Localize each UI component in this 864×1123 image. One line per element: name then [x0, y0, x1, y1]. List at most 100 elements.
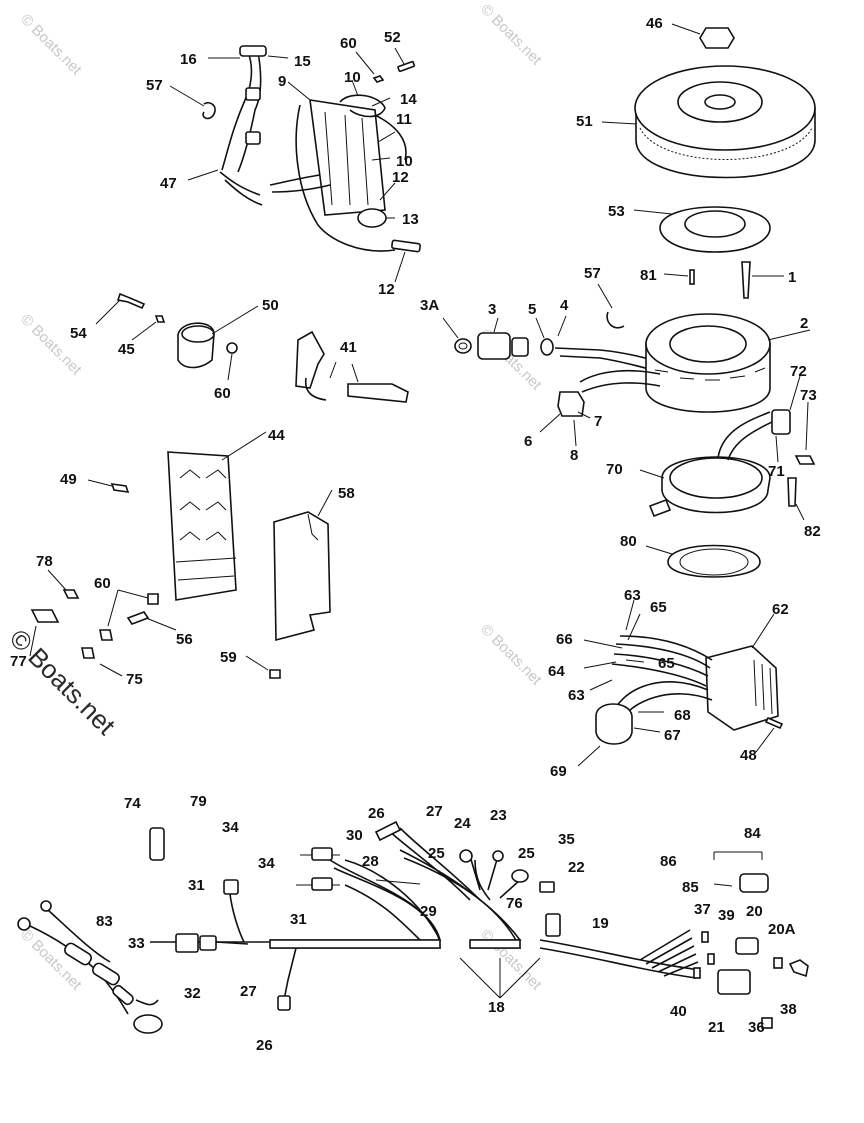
part-label-65b: 65 [658, 655, 675, 672]
part-label-47: 47 [160, 175, 177, 192]
part-label-84: 84 [744, 825, 761, 842]
part-label-16: 16 [180, 51, 197, 68]
part-label-68: 68 [674, 707, 691, 724]
watermark-text: © Boats.net [477, 926, 545, 994]
part-label-83: 83 [96, 913, 113, 930]
part-label-1: 1 [788, 269, 796, 286]
part-label-74: 74 [124, 795, 141, 812]
part-label-9: 9 [278, 73, 286, 90]
watermarks: © Boats.net © Boats.net © Boats.net © Bo… [4, 1, 546, 994]
part-label-7: 7 [594, 413, 602, 430]
part-label-51: 51 [576, 113, 593, 130]
part-label-22: 22 [568, 859, 585, 876]
part-label-60a: 60 [340, 35, 357, 52]
part-label-65a: 65 [650, 599, 667, 616]
ignition-coil-assembly [169, 45, 421, 283]
part-label-34b: 34 [258, 855, 275, 872]
part-label-40: 40 [670, 1003, 687, 1020]
part-label-58: 58 [338, 485, 355, 502]
part-label-31b: 31 [290, 911, 307, 928]
part-labels: 46 51 53 81 1 57 2 3A 3 5 4 6 7 8 72 73 … [10, 15, 821, 1054]
part-label-10a: 10 [344, 69, 361, 86]
wiring-harness [17, 820, 809, 1034]
part-label-60c: 60 [94, 575, 111, 592]
part-label-48: 48 [740, 747, 757, 764]
part-label-3a: 3A [420, 297, 439, 314]
part-label-31a: 31 [188, 877, 205, 894]
part-label-69: 69 [550, 763, 567, 780]
part-label-29: 29 [420, 903, 437, 920]
watermark-text: © Boats.net [477, 1, 545, 69]
part-label-63b: 63 [568, 687, 585, 704]
part-label-23: 23 [490, 807, 507, 824]
part-label-78: 78 [36, 553, 53, 570]
part-label-75: 75 [126, 671, 143, 688]
part-label-18: 18 [488, 999, 505, 1016]
part-label-35: 35 [558, 831, 575, 848]
part-label-38: 38 [780, 1001, 797, 1018]
part-label-26a: 26 [368, 805, 385, 822]
part-label-13: 13 [402, 211, 419, 228]
part-label-19: 19 [592, 915, 609, 932]
part-label-52: 52 [384, 29, 401, 46]
part-label-80: 80 [620, 533, 637, 550]
part-label-76: 76 [506, 895, 523, 912]
part-label-27a: 27 [426, 803, 443, 820]
part-label-36: 36 [748, 1019, 765, 1036]
part-label-12b: 12 [378, 281, 395, 298]
part-label-27b: 27 [240, 983, 257, 1000]
part-label-71: 71 [768, 463, 785, 480]
part-label-46: 46 [646, 15, 663, 32]
part-label-5: 5 [528, 301, 536, 318]
part-label-34a: 34 [222, 819, 239, 836]
part-label-30: 30 [346, 827, 363, 844]
part-label-57a: 57 [146, 77, 163, 94]
flywheel-assembly [597, 23, 816, 329]
part-label-25a: 25 [428, 845, 445, 862]
coil-parts [95, 292, 409, 403]
part-label-82: 82 [804, 523, 821, 540]
part-label-10b: 10 [396, 153, 413, 170]
stator-assembly [442, 313, 811, 447]
part-label-11: 11 [396, 111, 412, 128]
watermark-text: © Boats.net [17, 311, 85, 379]
rectifier-assembly [577, 599, 784, 767]
part-label-85: 85 [682, 879, 699, 896]
part-label-12a: 12 [392, 169, 409, 186]
part-label-77: 77 [10, 653, 27, 670]
part-label-81: 81 [640, 267, 657, 284]
part-label-49: 49 [60, 471, 77, 488]
part-label-41: 41 [340, 339, 357, 356]
part-label-67: 67 [664, 727, 681, 744]
watermark-text: © Boats.net [477, 621, 545, 689]
part-label-66: 66 [556, 631, 573, 648]
part-label-39: 39 [718, 907, 735, 924]
part-label-59: 59 [220, 649, 237, 666]
part-label-73: 73 [800, 387, 817, 404]
part-label-79: 79 [190, 793, 207, 810]
part-label-25b: 25 [518, 845, 535, 862]
part-label-6: 6 [524, 433, 532, 450]
part-label-37: 37 [694, 901, 711, 918]
part-label-32: 32 [184, 985, 201, 1002]
part-label-21: 21 [708, 1019, 725, 1036]
part-label-53: 53 [608, 203, 625, 220]
part-label-33: 33 [128, 935, 145, 952]
part-label-64: 64 [548, 663, 565, 680]
part-label-24: 24 [454, 815, 471, 832]
part-label-54: 54 [70, 325, 87, 342]
part-label-3: 3 [488, 301, 496, 318]
part-label-28: 28 [362, 853, 379, 870]
part-label-15: 15 [294, 53, 311, 70]
watermark-text: © Boats.net [17, 11, 85, 79]
part-label-63a: 63 [624, 587, 641, 604]
part-label-2: 2 [800, 315, 808, 332]
part-label-50: 50 [262, 297, 279, 314]
part-label-14: 14 [400, 91, 417, 108]
part-label-86: 86 [660, 853, 677, 870]
part-label-56: 56 [176, 631, 193, 648]
part-label-4: 4 [560, 297, 569, 314]
part-label-72: 72 [790, 363, 807, 380]
part-label-70: 70 [606, 461, 623, 478]
